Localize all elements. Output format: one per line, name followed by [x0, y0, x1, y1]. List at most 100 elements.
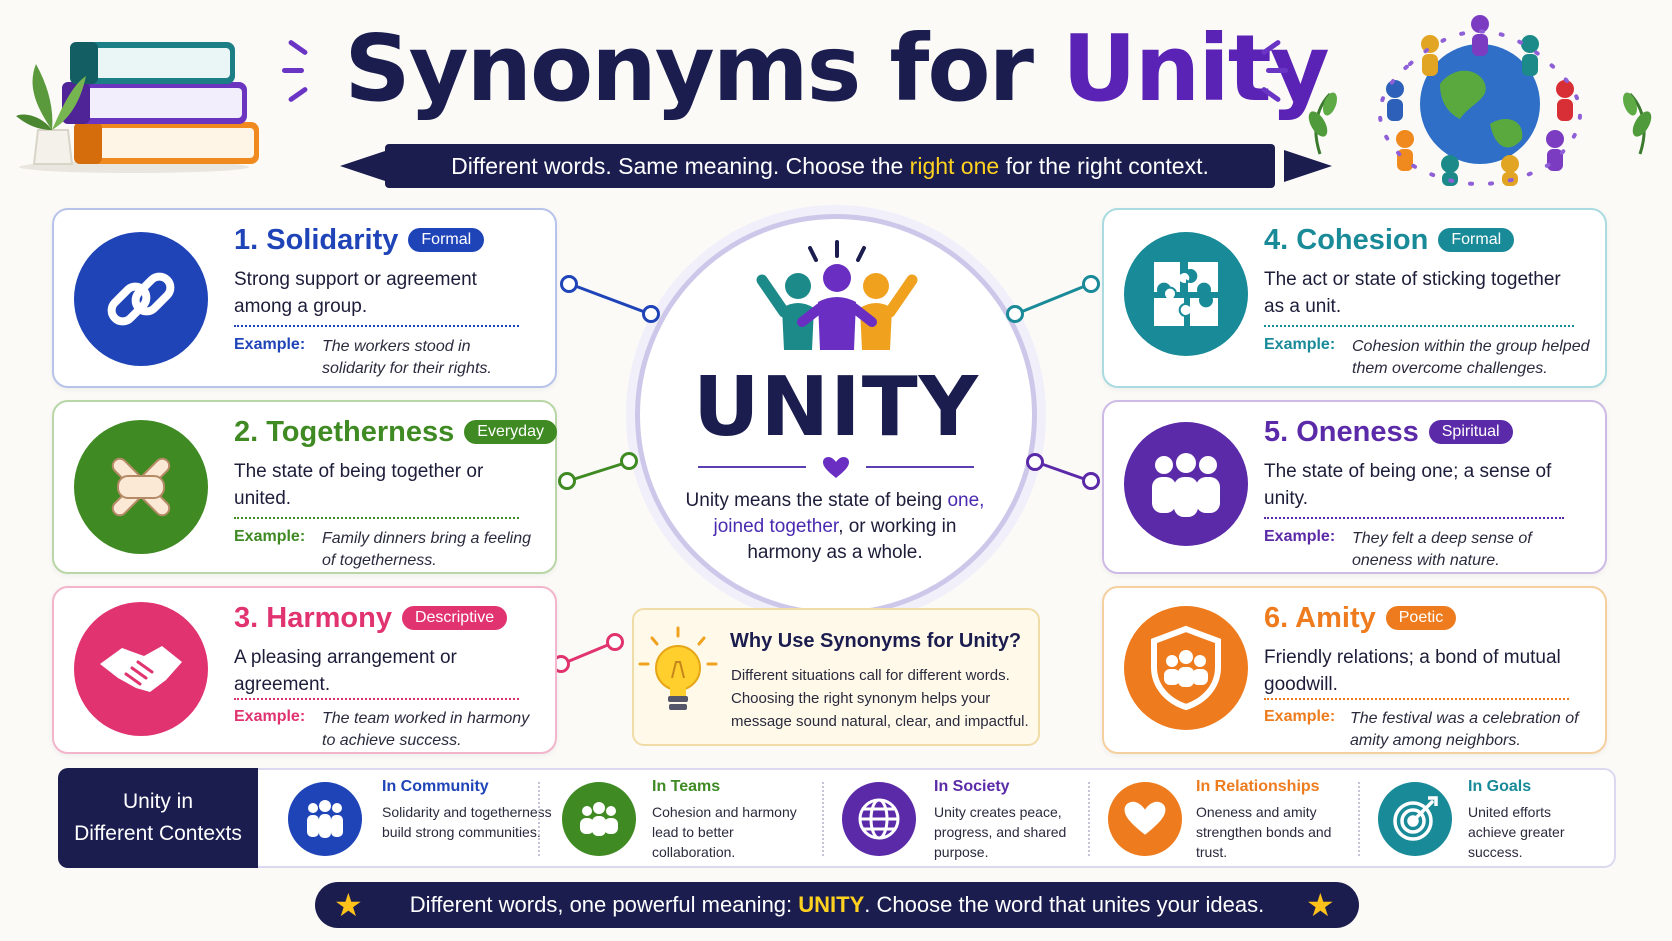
card-separator [1264, 325, 1574, 327]
card-number: 3. [234, 602, 259, 634]
context-title: In Community [382, 778, 489, 795]
connector-dot [606, 633, 624, 651]
why-title: Why Use Synonyms for Unity? [730, 630, 1022, 652]
card-separator [1264, 517, 1564, 519]
context-title: In Teams [652, 778, 721, 795]
card-number: 6. [1264, 602, 1289, 634]
contexts-label: Unity in Different Contexts [58, 768, 258, 868]
context-divider [822, 782, 824, 856]
contexts-label-line: Different Contexts [74, 822, 242, 845]
context-text: United efforts achieve greater success. [1468, 804, 1565, 860]
example-label: Example: [234, 708, 306, 725]
example-text: The workers stood in solidarity for thei… [322, 338, 492, 377]
star-icon: ★ [334, 887, 363, 923]
community-icon [288, 782, 362, 856]
lightbulb-icon [638, 626, 718, 710]
card-definition: The act or state of sticking together as… [1264, 269, 1561, 317]
register-badge: Descriptive [401, 606, 508, 630]
context-text: Oneness and amity strengthen bonds and t… [1196, 804, 1332, 860]
card-word: Amity [1295, 602, 1376, 634]
card-oneness: 5. Oneness Spiritual The state of being o… [1102, 400, 1607, 574]
connector-dot [1082, 472, 1100, 490]
card-definition: The state of being together or united. [234, 461, 484, 509]
register-badge: Spiritual [1428, 420, 1513, 444]
example-text: The festival was a celebration of amity … [1350, 710, 1579, 749]
context-title: In Society [934, 778, 1010, 795]
footer-banner: Different words, one powerful meaning: U… [315, 882, 1359, 928]
example-label: Example: [234, 528, 306, 545]
connector-dot [642, 305, 660, 323]
center-divider-right [866, 466, 974, 468]
card-separator [1264, 698, 1569, 700]
example-label: Example: [234, 336, 306, 353]
card-word: Solidarity [266, 224, 399, 256]
sparkle-decoration [282, 68, 304, 73]
page-title: Synonyms for Unity [344, 15, 1329, 122]
subtitle-ribbon: Different words. Same meaning. Choose th… [385, 144, 1275, 188]
contexts-label-line: Unity in [122, 790, 194, 813]
puzzle-icon [1124, 232, 1248, 356]
target-icon [1378, 782, 1452, 856]
card-togetherness: 2. Togetherness Everyday The state of bei… [52, 400, 557, 574]
heart-icon [1108, 782, 1182, 856]
card-word: Togetherness [266, 416, 455, 448]
card-definition: A pleasing arrangement or agreement. [234, 647, 457, 695]
context-divider [538, 782, 540, 856]
card-separator [234, 698, 519, 700]
globe-people-illustration [1308, 15, 1652, 186]
card-definition: The state of being one; a sense of unity… [1264, 461, 1552, 509]
people-group-icon [1124, 422, 1248, 546]
example-label: Example: [1264, 336, 1336, 353]
context-title: In Goals [1468, 778, 1532, 795]
united-people-icon [756, 240, 918, 350]
example-label: Example: [1264, 528, 1336, 545]
connector-dot [560, 275, 578, 293]
card-harmony: 3. Harmony Descriptive A pleasing arrange… [52, 586, 557, 754]
star-icon: ★ [1306, 887, 1335, 923]
center-divider-left [698, 466, 806, 468]
register-badge: Everyday [464, 420, 557, 444]
card-cohesion: 4. Cohesion Formal The act or state of st… [1102, 208, 1607, 388]
connector-dot [1082, 275, 1100, 293]
card-separator [234, 517, 519, 519]
register-badge: Formal [408, 228, 485, 252]
ribbon-tail-left [340, 150, 388, 182]
globe-icon [842, 782, 916, 856]
chain-link-icon [74, 232, 208, 366]
why-text: Different situations call for different … [731, 667, 1029, 730]
example-label: Example: [1264, 708, 1336, 725]
card-word: Harmony [266, 602, 392, 634]
card-number: 5. [1264, 416, 1289, 448]
sparkle-decoration [1266, 68, 1288, 73]
example-text: Cohesion within the group helped them ov… [1352, 338, 1590, 377]
team-icon [562, 782, 636, 856]
connector-dot [1006, 305, 1024, 323]
card-number: 4. [1264, 224, 1289, 256]
card-word: Cohesion [1296, 224, 1429, 256]
card-number: 2. [234, 416, 259, 448]
context-title: In Relationships [1196, 778, 1320, 795]
card-word: Oneness [1296, 416, 1419, 448]
connector-dot [620, 452, 638, 470]
card-separator [234, 325, 519, 327]
example-text: They felt a deep sense of oneness with n… [1352, 530, 1532, 569]
example-text: Family dinners bring a feeling of togeth… [322, 530, 531, 569]
heart-icon [823, 457, 849, 478]
example-text: The team worked in harmony to achieve su… [322, 710, 530, 749]
context-divider [1358, 782, 1360, 856]
books-illustration [16, 42, 259, 173]
ribbon-tail-right [1284, 150, 1332, 182]
shield-people-icon [1124, 606, 1248, 730]
handshake-icon [74, 602, 208, 736]
register-badge: Formal [1438, 228, 1515, 252]
context-text: Unity creates peace, progress, and share… [934, 804, 1067, 860]
center-word: UNITY [692, 360, 980, 455]
card-definition: Strong support or agreement among a grou… [234, 269, 477, 317]
center-definition: Unity means the state of being one, join… [685, 490, 985, 563]
connector-dot [1026, 453, 1044, 471]
why-box [632, 608, 1040, 746]
register-badge: Poetic [1385, 606, 1457, 630]
